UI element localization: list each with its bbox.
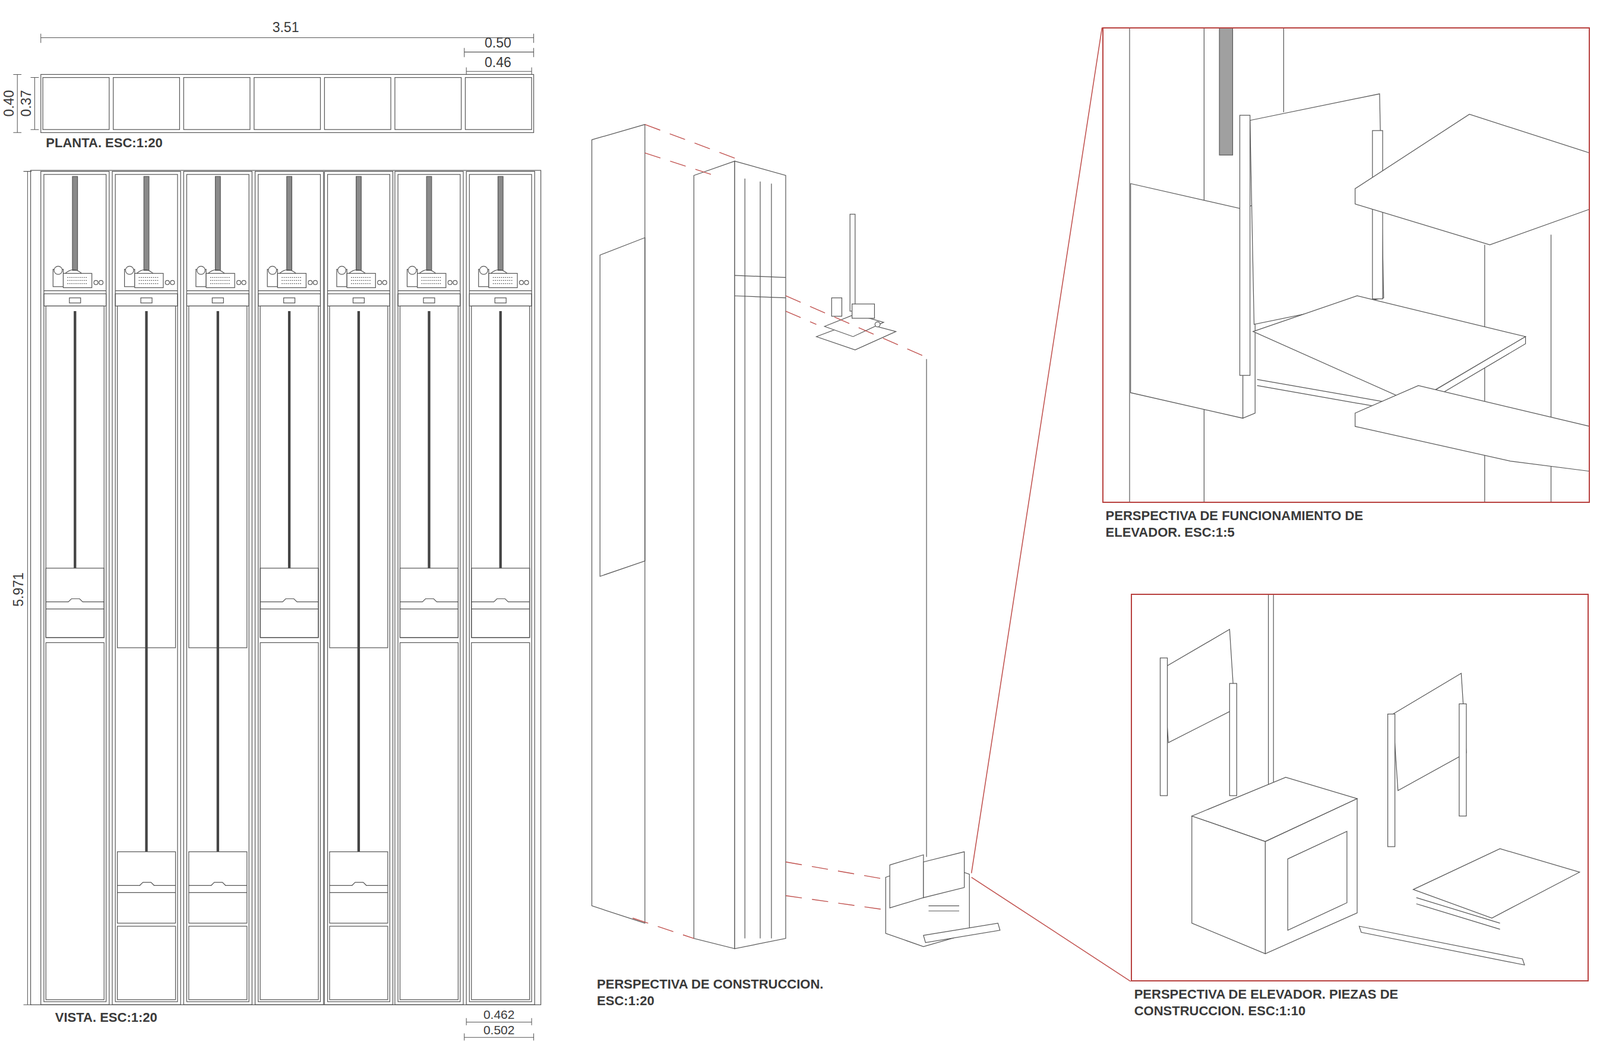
leader-line-part <box>971 877 1131 982</box>
detail-elevator-parts-part <box>1416 897 1501 930</box>
construction-perspective-part <box>923 923 1001 944</box>
detail-elevator-parts <box>1159 593 1580 966</box>
dashed-guide-part <box>785 895 886 910</box>
dimension-text: 0.37 <box>19 89 33 117</box>
construction-perspective-part <box>849 214 856 312</box>
elevation-view-part <box>394 171 464 1006</box>
construction-perspective-part <box>923 852 965 898</box>
detail-frame: PERSPECTIVA DE ELEVADOR. PIEZAS DE CONST… <box>1130 593 1589 982</box>
view-title: VISTA. ESC:1:20 <box>55 1011 158 1025</box>
construction-perspective-part <box>744 178 772 939</box>
leader-line <box>971 27 1131 982</box>
view-title: PERSPECTIVA DE FUNCIONAMIENTO DE ELEVADO… <box>1105 507 1415 542</box>
dashed-guide-part <box>785 295 931 360</box>
dimension-text: 0.502 <box>483 1023 515 1037</box>
dashed-guide-part <box>785 311 817 325</box>
detail-elevator-parts-part <box>1159 658 1168 796</box>
dimension-text: 0.46 <box>484 55 512 70</box>
construction-perspective-part <box>734 160 786 949</box>
detail-frame: PERSPECTIVA DE FUNCIONAMIENTO DE ELEVADO… <box>1102 27 1590 504</box>
elevation-view-part <box>324 171 393 1006</box>
construction-perspective-part <box>925 359 927 858</box>
view-title: PERSPECTIVA DE CONSTRUCCION. ESC:1:20 <box>596 976 847 1010</box>
detail-elevator-operation-part <box>1253 295 1526 403</box>
detail-elevator-operation-part <box>1250 93 1384 325</box>
dimension-text: 0.50 <box>484 36 512 50</box>
plan-view-part <box>113 77 180 131</box>
detail-elevator-parts-part <box>1287 831 1347 931</box>
detail-elevator-operation <box>1129 27 1590 504</box>
elevation-view-part <box>183 171 252 1006</box>
detail-elevator-parts-part <box>1229 683 1237 796</box>
dashed-guide <box>632 124 931 939</box>
construction-perspective-part <box>599 237 645 577</box>
elevation-view-part <box>40 171 110 1006</box>
detail-elevator-parts-part <box>1413 848 1580 919</box>
detail-elevator-parts-part <box>1359 926 1525 966</box>
detail-elevator-parts-part <box>1265 798 1358 954</box>
construction-perspective-part <box>693 160 735 949</box>
elevation-view <box>30 170 542 1005</box>
construction-perspective-part <box>852 304 875 319</box>
detail-elevator-parts-part <box>1459 703 1467 817</box>
construction-perspective <box>592 124 1001 950</box>
dimension-text: 0.40 <box>2 89 17 117</box>
plan-view <box>40 74 534 133</box>
detail-elevator-operation-part <box>1355 385 1590 471</box>
dashed-guide-part <box>632 918 694 939</box>
detail-elevator-parts-part <box>1163 629 1235 743</box>
plan-view-part <box>324 77 391 131</box>
detail-elevator-parts-part <box>1392 673 1467 792</box>
dimension-text: 5.971 <box>11 572 25 607</box>
elevation-view-part <box>255 171 324 1006</box>
construction-perspective-part <box>889 855 924 909</box>
detail-elevator-operation-part <box>1240 115 1251 376</box>
construction-perspective-part <box>928 906 960 912</box>
elevation-view-part <box>112 171 181 1006</box>
elevation-view-part <box>30 170 542 1005</box>
plan-view-part <box>183 77 251 131</box>
dimension-line <box>13 33 534 1042</box>
view-title: PLANTA. ESC:1:20 <box>45 136 163 150</box>
detail-elevator-parts-part <box>1268 593 1274 802</box>
construction-perspective-part <box>831 298 842 317</box>
dashed-guide-part <box>785 862 886 880</box>
dashed-guide-part <box>644 153 715 176</box>
detail-elevator-operation-part <box>1372 130 1383 299</box>
plan-view-part <box>42 77 110 131</box>
construction-perspective-part <box>874 321 881 328</box>
dimension-text: 0.462 <box>483 1008 515 1021</box>
dashed-guide-part <box>644 124 743 162</box>
elevation-view-part <box>466 171 535 1006</box>
construction-perspective-part <box>734 275 786 299</box>
dimension-text: 3.51 <box>272 20 300 35</box>
dimension-line-part <box>40 33 534 43</box>
detail-elevator-parts-part <box>1191 816 1266 954</box>
detail-elevator-operation-part <box>1355 114 1590 245</box>
detail-elevator-operation-part <box>1219 27 1233 156</box>
construction-perspective-part <box>592 124 645 924</box>
plan-view-part <box>254 77 321 131</box>
view-title: PERSPECTIVA DE ELEVADOR. PIEZAS DE CONST… <box>1134 986 1456 1020</box>
detail-elevator-parts-part <box>1387 714 1396 847</box>
detail-elevator-operation-part <box>1130 183 1244 419</box>
plan-view-part <box>465 77 532 131</box>
leader-line-part <box>971 27 1103 874</box>
plan-view-part <box>40 74 534 133</box>
plan-view-part <box>394 77 462 131</box>
